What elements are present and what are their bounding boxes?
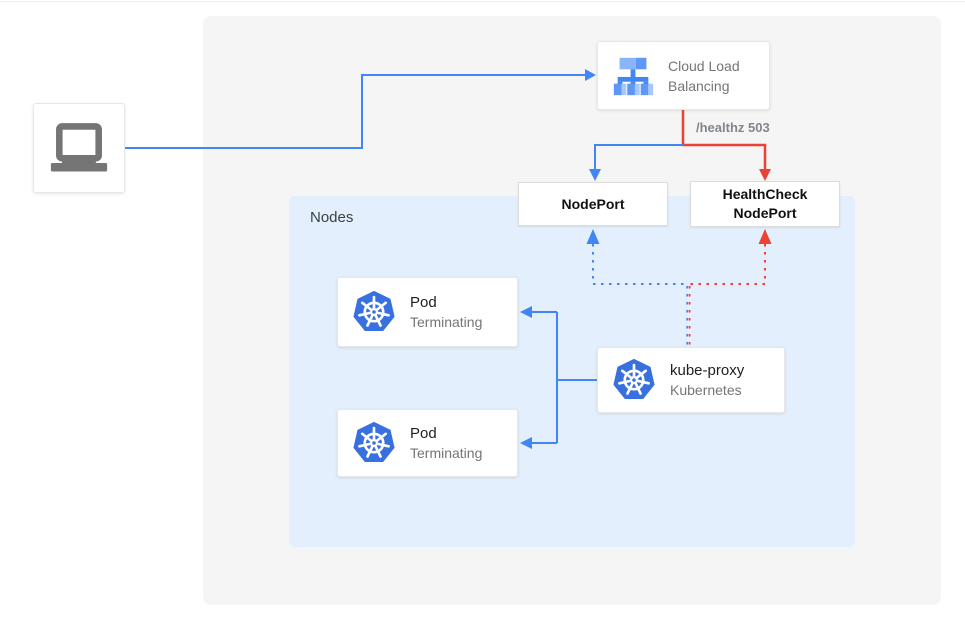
- kube-proxy-subtitle: Kubernetes: [670, 381, 742, 398]
- healthz-status-label: /healthz 503: [696, 120, 770, 135]
- kubernetes-icon: [613, 358, 655, 400]
- load-balancer-icon: [613, 57, 654, 95]
- pod-node-1: Pod Terminating: [337, 277, 518, 347]
- page-top-divider: [0, 1, 965, 2]
- kube-proxy-title: kube-proxy: [670, 361, 745, 379]
- nodeport-node: NodePort: [518, 182, 668, 226]
- client-node: [33, 103, 125, 193]
- pod-title: Pod: [410, 293, 437, 311]
- nodes-group-label: Nodes: [310, 209, 354, 226]
- nodeport-label: NodePort: [561, 196, 625, 212]
- kube-proxy-node: kube-proxy Kubernetes: [597, 347, 785, 413]
- kubernetes-icon: [353, 421, 395, 463]
- cloud-load-balancing-label: Cloud Load Balancing: [668, 57, 740, 94]
- pod-status: Terminating: [410, 313, 483, 330]
- pod-node-2: Pod Terminating: [337, 409, 518, 477]
- pod-title: Pod: [410, 424, 437, 442]
- healthcheck-nodeport-label: HealthCheck NodePort: [722, 186, 808, 221]
- laptop-icon: [50, 123, 108, 172]
- healthcheck-nodeport-node: HealthCheck NodePort: [690, 181, 840, 227]
- cloud-load-balancing-node: Cloud Load Balancing: [597, 41, 770, 110]
- pod-status: Terminating: [410, 444, 483, 461]
- kubernetes-icon: [353, 290, 395, 332]
